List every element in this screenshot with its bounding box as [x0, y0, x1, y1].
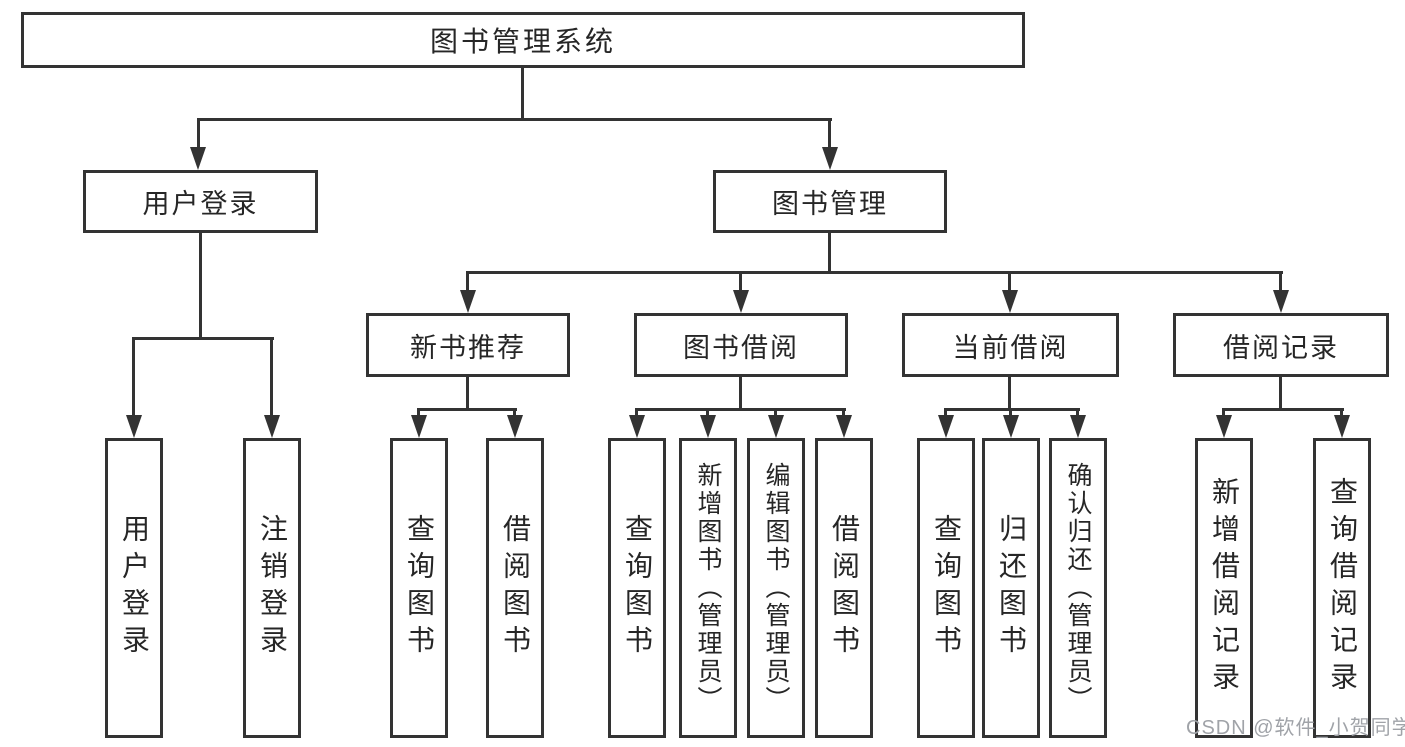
connector-line: [828, 233, 831, 273]
leaf-confirm-return-admin: 确认归还（管理员）: [1049, 438, 1107, 738]
node-new-book-recommend: 新书推荐: [366, 313, 570, 377]
connector-line: [1222, 408, 1225, 417]
connector-line: [1340, 408, 1343, 417]
arrow-down-icon: [768, 415, 784, 438]
connector-line: [739, 271, 742, 293]
node-library-system: 图书管理系统: [21, 12, 1025, 68]
arrow-down-icon: [1003, 415, 1019, 438]
connector-line: [1008, 377, 1011, 411]
arrow-down-icon: [700, 415, 716, 438]
arrow-down-icon: [1216, 415, 1232, 438]
node-book-borrow: 图书借阅: [634, 313, 848, 377]
arrow-down-icon: [190, 147, 206, 170]
connector-line: [1279, 377, 1282, 411]
connector-line: [1008, 271, 1011, 293]
arrow-down-icon: [733, 290, 749, 313]
connector-line: [132, 337, 135, 417]
node-book-management: 图书管理: [713, 170, 947, 233]
arrow-down-icon: [126, 415, 142, 438]
connector-line: [944, 408, 947, 417]
leaf-query-book-current: 查询图书: [917, 438, 975, 738]
arrow-down-icon: [836, 415, 852, 438]
connector-line: [1222, 408, 1344, 411]
connector-line: [197, 118, 832, 121]
arrow-down-icon: [1002, 290, 1018, 313]
leaf-borrow-book-recommend: 借阅图书: [486, 438, 544, 738]
watermark: CSDN @软件_小贺同学: [1186, 717, 1405, 739]
arrow-down-icon: [411, 415, 427, 438]
leaf-add-borrow-record: 新增借阅记录: [1195, 438, 1253, 738]
leaf-query-borrow-record: 查询借阅记录: [1313, 438, 1371, 738]
connector-line: [706, 408, 709, 417]
connector-line: [466, 271, 469, 293]
node-user-login: 用户登录: [83, 170, 318, 233]
arrow-down-icon: [507, 415, 523, 438]
connector-line: [513, 408, 516, 417]
connector-line: [774, 408, 777, 417]
leaf-logout: 注销登录: [243, 438, 301, 738]
connector-line: [635, 408, 846, 411]
connector-line: [466, 377, 469, 411]
leaf-return-book: 归还图书: [982, 438, 1040, 738]
connector-line: [417, 408, 420, 417]
leaf-query-book-borrow: 查询图书: [608, 438, 666, 738]
connector-line: [199, 233, 202, 337]
connector-line: [828, 118, 831, 150]
connector-line: [635, 408, 638, 417]
node-current-borrow: 当前借阅: [902, 313, 1119, 377]
connector-line: [1009, 408, 1012, 417]
arrow-down-icon: [629, 415, 645, 438]
arrow-down-icon: [264, 415, 280, 438]
leaf-query-book-recommend: 查询图书: [390, 438, 448, 738]
leaf-edit-book-admin: 编辑图书（管理员）: [747, 438, 805, 738]
node-borrow-records: 借阅记录: [1173, 313, 1389, 377]
connector-line: [521, 68, 524, 118]
connector-line: [944, 408, 1080, 411]
arrow-down-icon: [1334, 415, 1350, 438]
connector-line: [132, 337, 274, 340]
leaf-add-book-admin: 新增图书（管理员）: [679, 438, 737, 738]
leaf-user-login: 用户登录: [105, 438, 163, 738]
connector-line: [466, 271, 1283, 274]
arrow-down-icon: [1070, 415, 1086, 438]
arrow-down-icon: [822, 147, 838, 170]
arrow-down-icon: [460, 290, 476, 313]
leaf-borrow-book: 借阅图书: [815, 438, 873, 738]
connector-line: [739, 377, 742, 411]
arrow-down-icon: [1273, 290, 1289, 313]
connector-line: [270, 337, 273, 417]
connector-line: [842, 408, 845, 417]
connector-line: [1076, 408, 1079, 417]
connector-line: [197, 118, 200, 150]
connector-line: [1279, 271, 1282, 293]
arrow-down-icon: [938, 415, 954, 438]
connector-line: [417, 408, 517, 411]
